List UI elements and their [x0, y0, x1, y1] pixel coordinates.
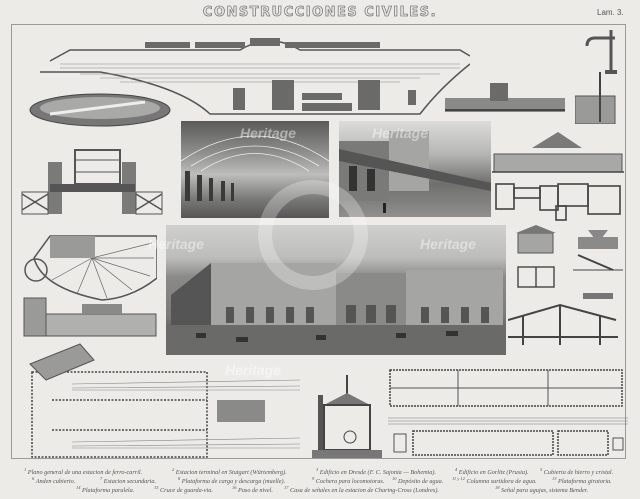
- caption-row: 14 Plataforma paralela. 15 Cruce de guar…: [20, 483, 620, 495]
- terminal-interior-drawing: [180, 135, 330, 201]
- caption: 18 Señal para agujas, sistema Bender.: [495, 485, 589, 495]
- watermark-text: Heritage: [420, 236, 477, 252]
- plate-frame: [11, 24, 626, 459]
- figure-roundhouse: [22, 228, 158, 338]
- caption: 2 Estacion terminal en Stutgart (Würtemb…: [172, 467, 287, 477]
- figure-gorlitz-station: [492, 126, 624, 224]
- caption: 5 Cubierta de hierro y cristal.: [540, 467, 614, 477]
- gorlitz-station-drawing: [492, 132, 624, 221]
- dresden-station-drawing: [339, 131, 491, 213]
- water-column-drawing: [574, 30, 617, 125]
- caption: 15 Cruce de guarda-via.: [154, 485, 213, 495]
- plate-title: CONSTRUCCIONES CIVILES.: [202, 5, 438, 21]
- figure-level-crossing: [20, 148, 165, 218]
- figure-captions: 1 Plano general de una estacion de ferro…: [20, 465, 620, 495]
- figure-station-plans: [388, 368, 628, 463]
- caption: 6 Anden cubierto.: [32, 476, 76, 486]
- figure-dresden-station: [339, 121, 491, 217]
- figure-signal-details: [507, 225, 628, 350]
- figure-station-plan: [40, 28, 471, 118]
- watermark-text: Heritage: [148, 236, 205, 252]
- caption: 10 Depósito de agua.: [392, 476, 444, 486]
- watermark-text: Heritage: [372, 125, 429, 141]
- caption: 4 Edificio en Gorlitz (Prusia).: [455, 467, 529, 477]
- caption: 14 Plataforma paralela.: [76, 485, 135, 495]
- watermark-text: Heritage: [225, 362, 282, 378]
- station-plan-drawing: [40, 38, 471, 115]
- caption-row: 6 Anden cubierto. 7 Estacion secundaria.…: [20, 474, 620, 486]
- caption: 7 Estacion secundaria.: [100, 476, 157, 486]
- loading-platform-drawing: [445, 83, 565, 112]
- signal-house-drawing: [312, 375, 382, 458]
- terminal-plan-drawing: [29, 343, 301, 458]
- roundhouse-drawing: [23, 235, 158, 337]
- turntable-drawing: [29, 93, 171, 127]
- figure-loading-platform: [440, 80, 570, 120]
- caption: 17 Casa de señales en la estacion de Cha…: [284, 485, 439, 495]
- station-plans-drawing: [388, 369, 628, 456]
- figure-terminal-plan: [22, 342, 301, 460]
- signal-details-drawing: [507, 225, 623, 345]
- watermark-text: Heritage: [240, 125, 297, 141]
- plate-number: Lam. 3.: [597, 8, 624, 17]
- caption: 9 Cochera para locomotoras.: [312, 476, 385, 486]
- level-crossing-drawing: [21, 149, 163, 215]
- caption: 13 Plataforma giratoria.: [552, 476, 612, 486]
- caption: 3 Edificio en Dresde (F. C. Sajonia — Bo…: [316, 467, 436, 477]
- figure-signal-house: [312, 375, 387, 460]
- caption: 1 Plano general de una estacion de ferro…: [24, 467, 143, 477]
- caption: 8 Plataforma de carga y descarga (muelle…: [178, 476, 286, 486]
- caption: 16 Paso de nivel.: [232, 485, 273, 495]
- caption: 11 y 12 Columna surtidora de agua.: [452, 476, 537, 486]
- caption-row: 1 Plano general de una estacion de ferro…: [20, 465, 620, 477]
- figure-water-column: [574, 24, 625, 125]
- figure-turntable: [20, 88, 180, 133]
- watermark-logo: [258, 180, 368, 290]
